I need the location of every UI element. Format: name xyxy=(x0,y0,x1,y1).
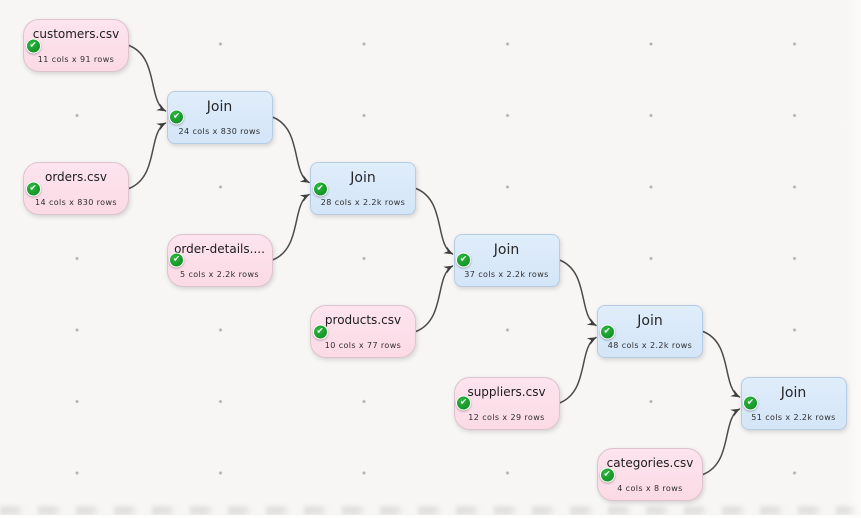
edge-join1-to-join2 xyxy=(271,116,310,184)
node-title: orders.csv xyxy=(44,170,107,184)
status-ok-icon: ✔ xyxy=(25,181,41,196)
node-subtitle: 48 cols x 2.2k rows xyxy=(607,341,693,350)
edge-products-to-join3 xyxy=(415,265,454,333)
edge-join2-to-join3 xyxy=(415,187,454,255)
node-suppliers[interactable]: ✔suppliers.csv 12 cols x 29 rows xyxy=(453,376,560,430)
node-join3[interactable]: ✔ Join 37 cols x 2.2k rows xyxy=(453,233,560,287)
status-ok-icon: ✔ xyxy=(312,324,328,339)
node-subtitle: 11 cols x 91 rows xyxy=(37,55,115,64)
node-subtitle: 12 cols x 29 rows xyxy=(468,412,545,422)
node-subtitle: 4 cols x 8 rows xyxy=(617,484,683,493)
bottom-blur-artifact xyxy=(0,506,861,515)
node-title: order-details.... xyxy=(174,241,265,256)
node-categories[interactable]: ✔categories.csv 4 cols x 8 rows xyxy=(597,448,703,501)
status-ok-icon: ✔ xyxy=(599,324,615,339)
node-title: Join xyxy=(637,313,663,329)
node-title: Join xyxy=(493,241,520,258)
node-join2[interactable]: ✔ Join 28 cols x 2.2k rows xyxy=(310,162,416,215)
node-title: Join xyxy=(780,384,807,401)
node-title: categories.csv xyxy=(606,456,694,470)
edge-customers-to-join1 xyxy=(128,44,167,112)
node-subtitle: 5 cols x 2.2k rows xyxy=(180,269,259,279)
status-ok-icon: ✔ xyxy=(743,395,758,411)
edge-join3-to-join4 xyxy=(558,259,597,327)
node-title: customers.csv xyxy=(32,27,120,41)
node-title: Join xyxy=(350,170,376,186)
edge-order-details-to-join2 xyxy=(271,193,310,261)
status-ok-icon: ✔ xyxy=(169,109,184,125)
node-order-details[interactable]: ✔order-details.... 5 cols x 2.2k rows xyxy=(166,233,273,287)
node-subtitle: 37 cols x 2.2k rows xyxy=(464,269,549,279)
node-subtitle: 51 cols x 2.2k rows xyxy=(751,412,836,422)
status-ok-icon: ✔ xyxy=(169,252,184,268)
right-edge-fade xyxy=(846,0,861,518)
node-subtitle: 24 cols x 830 rows xyxy=(178,126,261,136)
node-title: products.csv xyxy=(324,313,402,327)
status-ok-icon: ✔ xyxy=(456,395,471,411)
node-title: Join xyxy=(206,98,233,115)
node-subtitle: 14 cols x 830 rows xyxy=(35,198,117,207)
node-title: suppliers.csv xyxy=(467,384,546,399)
node-join4[interactable]: ✔ Join 48 cols x 2.2k rows xyxy=(597,305,703,358)
edge-join4-to-join5 xyxy=(702,330,741,398)
node-join5[interactable]: ✔ Join 51 cols x 2.2k rows xyxy=(740,376,847,430)
edge-orders-to-join1 xyxy=(128,122,167,190)
status-ok-icon: ✔ xyxy=(312,181,328,196)
edge-suppliers-to-join4 xyxy=(558,336,597,404)
status-ok-icon: ✔ xyxy=(599,467,615,482)
node-subtitle: 10 cols x 77 rows xyxy=(324,341,402,350)
edge-categories-to-join5 xyxy=(702,408,741,476)
node-products[interactable]: ✔products.csv 10 cols x 77 rows xyxy=(310,305,416,358)
node-subtitle: 28 cols x 2.2k rows xyxy=(320,198,406,207)
node-orders[interactable]: ✔orders.csv 14 cols x 830 rows xyxy=(23,162,129,215)
node-join1[interactable]: ✔ Join 24 cols x 830 rows xyxy=(166,90,273,144)
status-ok-icon: ✔ xyxy=(456,252,471,268)
status-ok-icon: ✔ xyxy=(25,38,41,53)
node-customers[interactable]: ✔customers.csv 11 cols x 91 rows xyxy=(23,19,129,72)
